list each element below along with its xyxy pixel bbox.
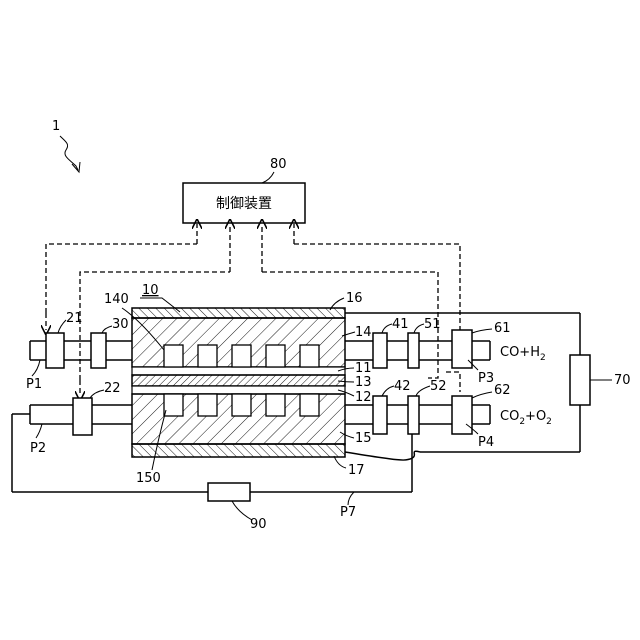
membrane-13 xyxy=(132,375,345,386)
valve-62 xyxy=(452,396,472,434)
controller-label: 制御装置 xyxy=(216,196,272,212)
power-supply-70 xyxy=(570,355,590,405)
label-14: 14 xyxy=(355,325,372,340)
label-p4: P4 xyxy=(478,435,494,450)
sensor-51 xyxy=(408,333,419,368)
label-p1: P1 xyxy=(26,377,42,392)
plate-16 xyxy=(132,308,345,318)
plate-17 xyxy=(132,444,345,457)
label-51: 51 xyxy=(424,317,441,332)
label-17: 17 xyxy=(348,463,365,478)
valve-22 xyxy=(73,398,92,435)
label-11: 11 xyxy=(355,361,372,376)
label-15: 15 xyxy=(355,431,372,446)
product-co2-o2-label: CO2+O2 xyxy=(500,409,552,427)
pump-90 xyxy=(208,483,250,501)
label-16: 16 xyxy=(346,291,363,306)
label-41: 41 xyxy=(392,317,409,332)
sensor-42 xyxy=(373,396,387,434)
cell-ref-label: 10 xyxy=(142,283,159,298)
label-30: 30 xyxy=(112,317,129,332)
sensor-30 xyxy=(91,333,106,368)
label-12: 12 xyxy=(355,390,372,405)
electrolysis-cell xyxy=(132,308,345,457)
sensor-41 xyxy=(373,333,387,368)
label-21: 21 xyxy=(66,311,83,326)
sensor-52 xyxy=(408,396,419,434)
label-140: 140 xyxy=(104,292,129,307)
label-90: 90 xyxy=(250,517,267,532)
system-ref-label: 1 xyxy=(52,119,60,134)
electrode-12 xyxy=(132,386,345,394)
label-13: 13 xyxy=(355,375,372,390)
label-150: 150 xyxy=(136,471,161,486)
label-70: 70 xyxy=(614,373,631,388)
valve-21 xyxy=(46,333,64,368)
label-52: 52 xyxy=(430,379,447,394)
label-42: 42 xyxy=(394,379,411,394)
controller-ref-label: 80 xyxy=(270,157,287,172)
electrode-11 xyxy=(132,367,345,375)
label-p7: P7 xyxy=(340,505,356,520)
controller-ref-leader xyxy=(262,172,274,183)
label-62: 62 xyxy=(494,383,511,398)
label-p2: P2 xyxy=(30,441,46,456)
product-co-h2-label: CO+H2 xyxy=(500,345,546,363)
valve-61 xyxy=(452,330,472,368)
label-61: 61 xyxy=(494,321,511,336)
label-p3: P3 xyxy=(478,371,494,386)
label-22: 22 xyxy=(104,381,121,396)
system-ref-leader xyxy=(60,136,78,170)
